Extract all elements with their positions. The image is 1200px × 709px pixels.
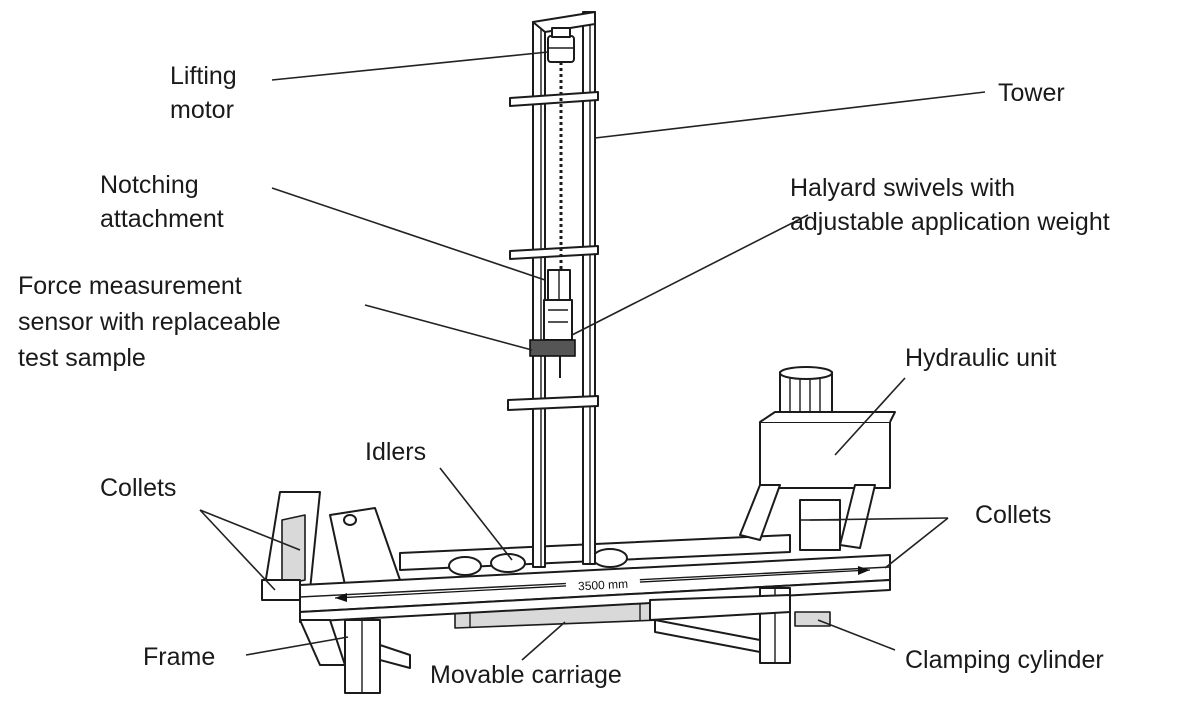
label-collets-left: Collets <box>100 474 176 502</box>
leader-tower <box>594 91 986 139</box>
lifting-motor <box>547 27 575 63</box>
label-force-3: test sample <box>18 344 146 372</box>
leader-notching <box>271 187 546 281</box>
hydraulic-unit <box>759 366 896 489</box>
left-collets <box>261 491 401 601</box>
labels: Lifting motor Tower Notching attachment … <box>18 62 1110 689</box>
clamping-cylinder-part <box>649 594 831 653</box>
leader-clamping <box>817 619 896 651</box>
machine-drawing: 3500 mm <box>261 11 896 694</box>
label-collets-right: Collets <box>975 501 1051 529</box>
label-force-2: sensor with replaceable <box>18 308 281 336</box>
leader-lifting-motor <box>271 51 549 81</box>
label-notching-2: attachment <box>100 205 224 233</box>
label-lifting-motor-1: Lifting <box>170 62 237 90</box>
label-frame: Frame <box>143 643 215 671</box>
force-sensor <box>529 339 576 378</box>
leader-collets-right-a <box>809 517 949 521</box>
leader-collets-left-b <box>199 509 276 591</box>
leader-halyard <box>571 214 809 336</box>
label-clamping-cylinder: Clamping cylinder <box>905 646 1104 674</box>
leader-lines <box>199 51 986 661</box>
label-idlers: Idlers <box>365 438 426 466</box>
leader-collets-left-a <box>199 509 301 551</box>
leader-collets-right-b <box>884 517 949 569</box>
leader-hydraulic <box>834 377 906 456</box>
label-force-1: Force measurement <box>18 272 242 300</box>
label-notching-1: Notching <box>100 171 199 199</box>
tower <box>507 11 599 568</box>
label-halyard-1: Halyard swivels with <box>790 174 1015 202</box>
leader-carriage <box>521 621 566 661</box>
label-lifting-motor-2: motor <box>170 96 234 124</box>
leader-frame <box>245 636 349 656</box>
leader-idlers <box>439 467 513 561</box>
label-movable-carriage: Movable carriage <box>430 661 622 689</box>
idler-rollers <box>448 548 628 576</box>
label-hydraulic: Hydraulic unit <box>905 344 1057 372</box>
leader-force-sensor <box>364 304 533 351</box>
halyard-swivel <box>543 269 573 341</box>
dimension-line: 3500 mm <box>334 566 871 602</box>
right-collets <box>739 484 876 551</box>
label-tower: Tower <box>998 79 1065 107</box>
label-halyard-2: adjustable application weight <box>790 208 1110 236</box>
dimension-label: 3500 mm <box>578 577 629 594</box>
